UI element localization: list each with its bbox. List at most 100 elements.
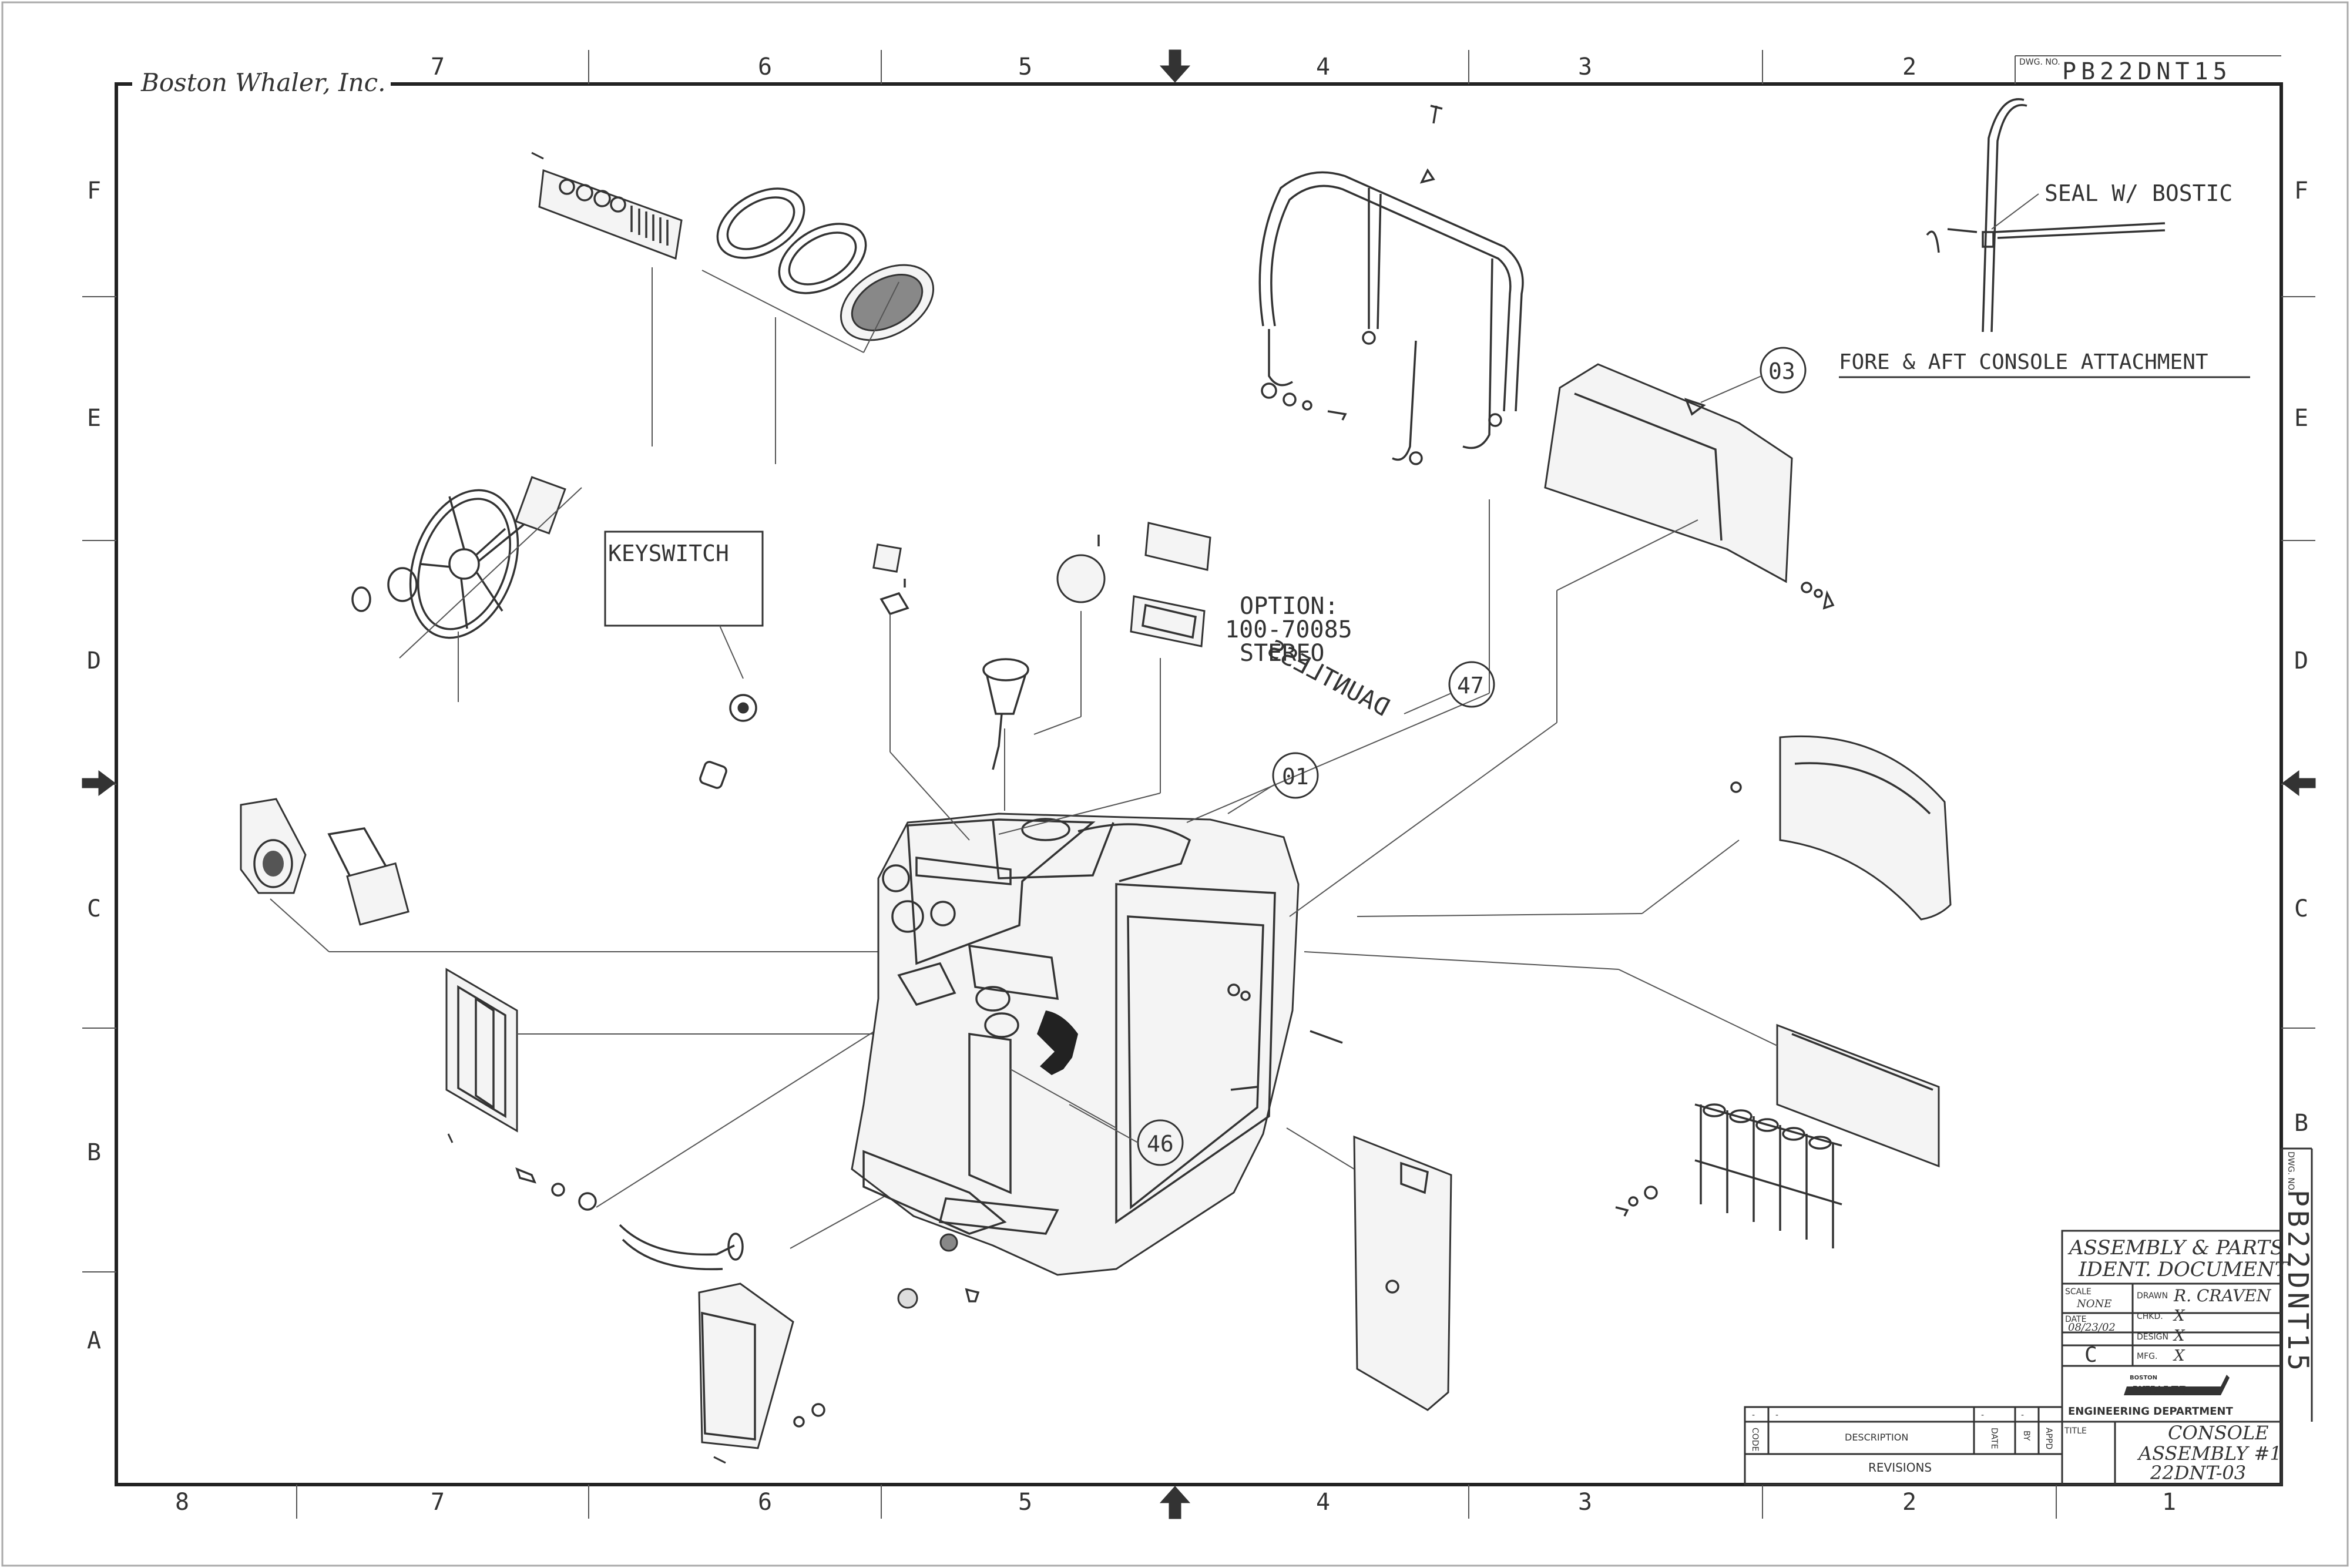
engineering-dept: ENGINEERING DEPARTMENT: [2068, 1405, 2233, 1418]
grid-right: F E D C B: [2281, 177, 2316, 1137]
drawn-label: DRAWN: [2137, 1291, 2168, 1301]
top-center-arrow: [1159, 49, 1191, 83]
mfg-value: X: [2173, 1347, 2186, 1365]
dauntless-text: DAUNTLESS: [1263, 634, 1394, 722]
option-label-3: STEREO: [1240, 640, 1325, 667]
top-zone-7: 7: [431, 53, 445, 80]
top-zone-5: 5: [1018, 53, 1032, 80]
rev-by: BY: [2022, 1431, 2031, 1441]
storage-bin: [698, 1154, 961, 1464]
keyswitch-label: KEYSWITCH: [608, 540, 729, 566]
doc-title-1: ASSEMBLY & PARTS: [2067, 1236, 2284, 1260]
date-value: 08/23/02: [2068, 1321, 2116, 1334]
balloon-01-group: 01: [1227, 752, 1319, 814]
svg-text:WHALER: WHALER: [2133, 1384, 2187, 1396]
grid-top: 7 6 5 4 3 2: [431, 49, 1916, 84]
rev-date: DATE: [1989, 1428, 1999, 1449]
top-zone-6: 6: [758, 53, 772, 80]
top-zone-4: 4: [1316, 53, 1330, 80]
right-center-arrow: [2282, 770, 2316, 796]
svg-text:03: 03: [1768, 358, 1795, 384]
scale-label: SCALE: [2065, 1287, 2092, 1297]
bottom-zone-2: 2: [1902, 1489, 1916, 1516]
title-label: TITLE: [2064, 1426, 2087, 1436]
company-name: Boston Whaler, Inc.: [140, 68, 386, 97]
bottom-zone-7: 7: [431, 1489, 445, 1516]
right-zone-B: B: [2294, 1110, 2308, 1137]
title-block: ASSEMBLY & PARTS IDENT. DOCUMENT SCALE N…: [2061, 1147, 2314, 1486]
design-value: X: [2173, 1327, 2186, 1345]
revisions-block: - - - - CODE DESCRIPTION DATE BY APPD RE…: [1744, 1406, 2063, 1486]
scale-value: NONE: [2076, 1298, 2111, 1310]
bottom-zone-5: 5: [1018, 1489, 1032, 1516]
keyswitch-callout: KEYSWITCH: [604, 530, 764, 789]
stereo-option: OPTION: 100-70085 STEREO: [998, 522, 1352, 835]
mfg-label: MFG.: [2137, 1352, 2157, 1361]
right-zone-D: D: [2294, 647, 2308, 674]
date-label: DATE: [2065, 1315, 2086, 1324]
left-zone-D: D: [87, 647, 101, 674]
rev-description: DESCRIPTION: [1845, 1432, 1908, 1443]
title-line-3: 22DNT-03: [2150, 1462, 2246, 1484]
grid-left: F E D C B A: [82, 177, 116, 1354]
whaler-logo: BOSTON WHALER: [2124, 1375, 2230, 1396]
bottom-zone-1: 1: [2162, 1489, 2176, 1516]
side-dwg-number: PB22DNT15: [2281, 1190, 2314, 1374]
seal-note: SEAL W/ BOSTIC: [2044, 180, 2232, 206]
svg-text:BOSTON: BOSTON: [2130, 1375, 2157, 1381]
title-line-1: CONSOLE: [2168, 1422, 2268, 1444]
svg-text:01: 01: [1282, 764, 1309, 790]
right-zone-E: E: [2294, 405, 2308, 432]
keyswitch-box: [604, 530, 764, 627]
compass: [1033, 535, 1106, 735]
balloon-47: [1448, 661, 1495, 708]
title-line-2: ASSEMBLY #1: [2137, 1442, 2282, 1465]
left-zone-F: F: [87, 177, 101, 204]
dauntless-decal: DAUNTLESS 47: [1263, 634, 1495, 722]
balloon-46-group: 46: [1069, 1104, 1184, 1166]
console-body: [851, 812, 1300, 1309]
top-zone-3: 3: [1578, 53, 1592, 80]
revisions-title: REVISIONS: [1868, 1460, 1932, 1475]
rev-dash-date: -: [1981, 1411, 1984, 1420]
rev-dash-code: -: [1752, 1411, 1755, 1420]
dwg-number: PB22DNT15: [2062, 58, 2232, 85]
chkd-value: X: [2173, 1307, 2186, 1325]
right-zone-F: F: [2294, 177, 2308, 204]
drawing-frame: [115, 82, 2283, 1486]
svg-text:46: 46: [1147, 1131, 1174, 1157]
dwg-no-label: DWG. NO.: [2019, 58, 2060, 67]
flush-box: [445, 968, 875, 1143]
bottom-zone-3: 3: [1578, 1489, 1592, 1516]
left-zone-E: E: [87, 405, 101, 432]
side-dwg-label: DWG. NO.: [2286, 1151, 2295, 1193]
right-zone-C: C: [2294, 895, 2308, 922]
svg-text:47: 47: [1457, 673, 1484, 699]
bottom-zone-4: 4: [1316, 1489, 1330, 1516]
drawn-value: R. CRAVEN: [2173, 1286, 2272, 1305]
attachment-detail: SEAL W/ BOSTIC FORE & AFT CONSOLE ATTACH…: [1839, 98, 2250, 378]
option-label-2: 100-70085: [1225, 616, 1352, 643]
steering-wheel: [351, 476, 582, 702]
tube-and-hardware: [515, 1004, 917, 1271]
bottom-center-arrow: [1159, 1486, 1191, 1519]
balloon-03: [1760, 347, 1807, 394]
design-label: DESIGN: [2137, 1332, 2168, 1342]
rev-dash-by: -: [2021, 1411, 2024, 1420]
left-center-arrow: [82, 770, 116, 796]
bottom-zone-8: 8: [175, 1489, 189, 1516]
rod-holder-rack: [1304, 951, 1940, 1248]
rev-appd: APPD: [2044, 1428, 2053, 1449]
left-zone-A: A: [87, 1327, 101, 1354]
balloon-01: [1272, 752, 1319, 799]
rev-code: CODE: [1750, 1428, 1760, 1451]
dwg-number-box: DWG. NO. PB22DNT15: [2015, 55, 2281, 85]
rev-dash-desc: -: [1775, 1411, 1778, 1420]
side-panel: [1357, 735, 1952, 921]
option-label-1: OPTION:: [1240, 593, 1339, 620]
bottom-zone-6: 6: [758, 1489, 772, 1516]
handrail-frame: [1186, 105, 1524, 823]
windscreen: 03: [1289, 347, 1835, 917]
